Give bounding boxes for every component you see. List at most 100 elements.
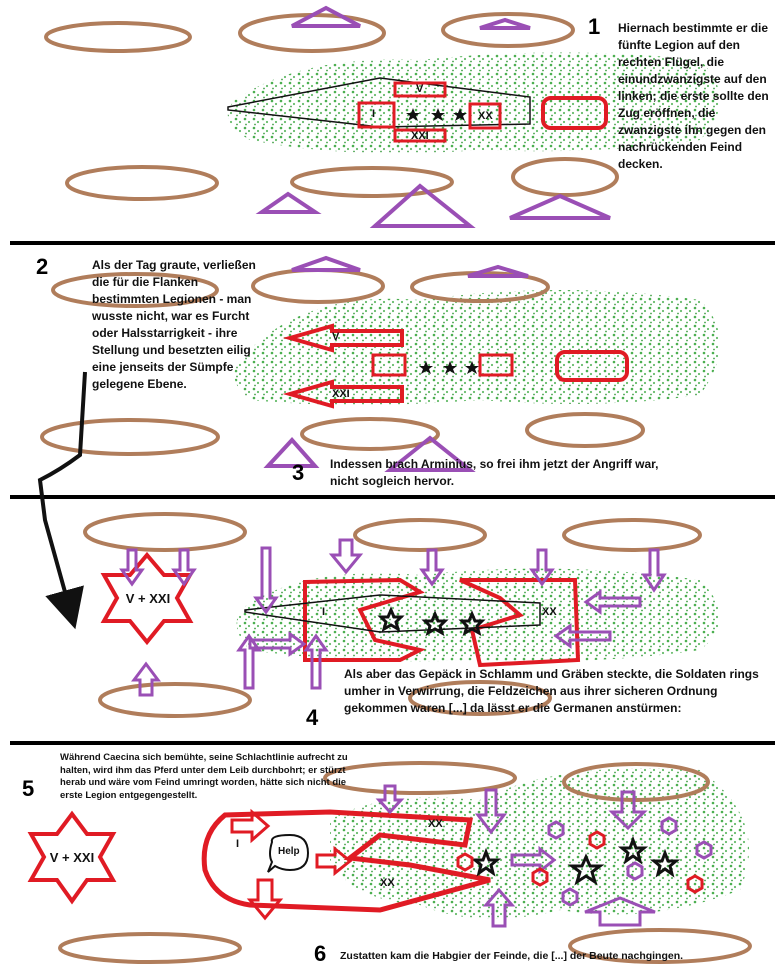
german-attack-arrow [482, 887, 516, 928]
german-attack-arrow [236, 633, 262, 690]
legion-label-xx: XX [542, 606, 557, 618]
swamp-ellipse [562, 518, 702, 552]
swamp-ellipse [83, 512, 247, 552]
swamp-ellipse [65, 165, 219, 201]
legion-xx-box [478, 353, 514, 377]
forest-area [330, 768, 749, 919]
german-triangle [479, 17, 531, 30]
march-wedge [227, 77, 531, 128]
panel-4-scene [83, 512, 720, 718]
panel-2-caption: Als der Tag graute, verließen die für di… [92, 258, 256, 391]
german-attack-arrow [328, 538, 364, 575]
enemy-hexagon [547, 820, 565, 840]
german-triangle [291, 255, 361, 272]
panel-1-number: 1 [588, 14, 601, 39]
enemy-hexagon [626, 861, 644, 881]
loot-hexagon [686, 874, 704, 894]
legion-xxi-arrow [282, 379, 404, 409]
german-attack-arrow [553, 623, 612, 649]
swamp-ellipse [525, 412, 645, 448]
panel-1-caption: Hiernach bestimmte er die fünfte Legion … [618, 21, 769, 171]
baggage-star [377, 606, 405, 633]
panel-3-number: 3 [292, 460, 305, 485]
german-attack-arrow [375, 784, 405, 815]
swamp-ellipse [511, 157, 619, 197]
baggage-star [453, 108, 467, 121]
german-triangle [369, 183, 476, 228]
swamp-ellipse [353, 518, 487, 552]
legion-column [201, 809, 491, 913]
swamp-ellipse [58, 932, 242, 964]
legion-i-column [303, 577, 426, 662]
baggage-star [431, 108, 445, 121]
german-triangle [263, 437, 320, 468]
swamp-ellipse [251, 268, 385, 304]
legion-label-xx: XX [380, 877, 395, 889]
legions-v-xxi-star [27, 810, 117, 905]
german-triangle [291, 5, 361, 28]
swamp-ellipse [562, 762, 710, 802]
legion-label-i: I [236, 838, 240, 850]
swamp-ellipse [238, 13, 386, 53]
panel-6-number: 6 [314, 941, 327, 966]
legion-label-i: I [372, 108, 376, 120]
enemy-hexagon [695, 840, 713, 860]
german-attack-arrow [583, 589, 642, 615]
enemy-hexagon [561, 887, 579, 907]
german-attack-arrow [248, 631, 307, 657]
legion-xxi-box [393, 128, 447, 143]
baggage-star [421, 610, 449, 637]
forest-area [234, 290, 720, 405]
legion-xx-box [468, 102, 502, 130]
swamp-ellipse [323, 761, 517, 795]
german-triangle [467, 264, 529, 278]
loot-hexagon [456, 852, 474, 872]
enemy-star [649, 848, 681, 878]
german-attack-arrow [131, 661, 161, 697]
legion-label-i: I [322, 606, 326, 618]
legion-label-xxi: XXI [332, 388, 350, 400]
star-label: V + XXI [125, 591, 171, 606]
german-attack-arrow [584, 896, 656, 927]
german-triangle [384, 435, 476, 472]
baggage-star [465, 361, 479, 374]
panel-3-caption: Indessen brach Arminius, so frei ihm jet… [330, 457, 659, 488]
german-attack-arrow [419, 548, 445, 587]
baggage-star [406, 108, 420, 121]
march-wedge [244, 594, 541, 633]
panel-4-caption: Als aber das Gepäck in Schlamm und Gräbe… [344, 667, 759, 715]
panel-5-scene [27, 761, 752, 964]
swamp-ellipse [441, 12, 575, 48]
swamp-ellipse [98, 682, 252, 718]
baggage-box [541, 96, 608, 130]
help-label: Help [278, 846, 300, 857]
panel-1-scene [44, 5, 720, 228]
panel-4-number: 4 [306, 705, 319, 730]
swamp-ellipse [40, 418, 220, 456]
legion-move-arrow [246, 878, 284, 921]
enemy-star [617, 835, 649, 865]
enemy-hexagon [660, 816, 678, 836]
german-attack-arrow [641, 548, 667, 593]
legion-v-box [393, 81, 447, 98]
german-attack-arrow [119, 548, 145, 587]
german-attack-arrow [171, 548, 197, 587]
star-label: V + XXI [49, 850, 95, 865]
legion-label-v: V [416, 83, 424, 95]
panel-6-caption: Zustatten kam die Habgier der Feinde, di… [340, 950, 684, 962]
loot-hexagon [531, 867, 549, 887]
legion-i-box [357, 101, 396, 129]
loot-hexagon [588, 830, 606, 850]
german-triangle [255, 191, 322, 214]
enemy-star [567, 853, 605, 886]
legion-label-xx: XX [428, 818, 443, 830]
flank-movement-arrow [37, 371, 87, 630]
panel-5-number: 5 [22, 776, 35, 801]
swamp-ellipse [290, 166, 454, 198]
swamp-ellipse [300, 417, 440, 451]
baggage-star [443, 361, 457, 374]
swamp-ellipse [408, 680, 552, 716]
enemy-star [470, 847, 502, 877]
swamp-ellipse [51, 272, 219, 308]
